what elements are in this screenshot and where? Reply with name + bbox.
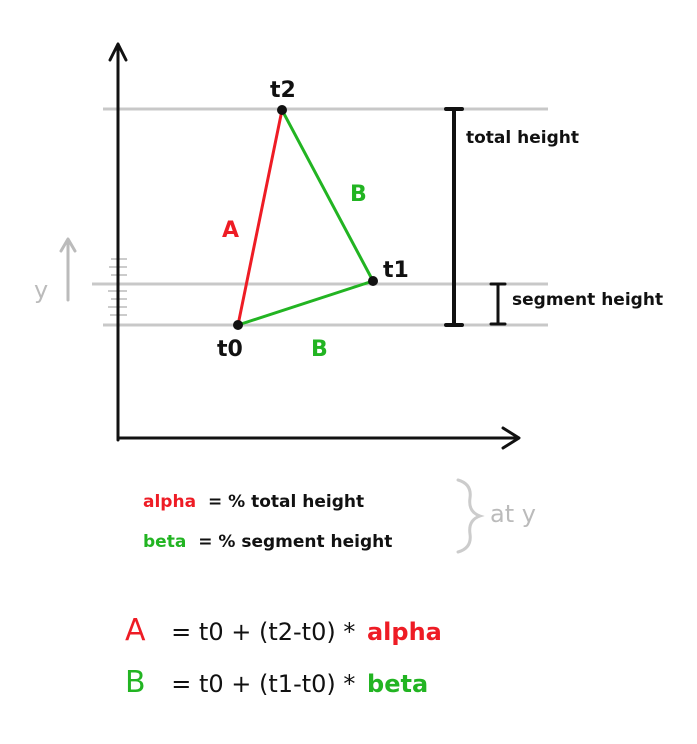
edge-b-lower <box>236 279 375 327</box>
segment-height-label: segment height <box>512 290 663 310</box>
edge-label-a: A <box>222 218 239 243</box>
equation-b-factor: beta <box>367 670 428 698</box>
vertex-label-t0: t0 <box>217 337 243 362</box>
curly-brace <box>456 478 485 554</box>
alpha-definition-text: = % total height <box>208 492 364 512</box>
vertex-label-t1: t1 <box>383 258 409 283</box>
equation-a-lhs: A <box>125 613 146 648</box>
beta-definition-text: = % segment height <box>198 532 392 552</box>
edge-b-upper <box>280 108 375 283</box>
x-axis-arrowhead <box>501 426 521 450</box>
alpha-definition: alpha = % total height <box>143 492 364 512</box>
edge-label-b-upper: B <box>350 182 367 207</box>
equation-b: B = t0 + (t1-t0) * beta <box>125 665 428 700</box>
vertex-label-t2: t2 <box>270 78 296 103</box>
at-y-label: at y <box>490 500 536 528</box>
equation-b-rhs: = t0 + (t1-t0) * <box>171 670 355 698</box>
total-height-label: total height <box>466 128 579 148</box>
equation-b-lhs: B <box>125 665 146 700</box>
edge-label-b-lower: B <box>311 337 328 362</box>
beta-word: beta <box>143 532 186 552</box>
equation-a-factor: alpha <box>367 618 442 646</box>
equation-a-rhs: = t0 + (t2-t0) * <box>171 618 355 646</box>
vertex-t2 <box>277 105 287 115</box>
y-axis-label: y <box>34 276 48 304</box>
beta-definition: beta = % segment height <box>143 532 392 552</box>
equation-a: A = t0 + (t2-t0) * alpha <box>125 613 442 648</box>
alpha-word: alpha <box>143 492 196 512</box>
y-axis-arrowhead <box>108 42 128 62</box>
edge-a <box>236 108 284 327</box>
vertex-t1 <box>368 276 378 286</box>
vertex-t0 <box>233 320 243 330</box>
y-direction-arrow <box>59 237 77 302</box>
